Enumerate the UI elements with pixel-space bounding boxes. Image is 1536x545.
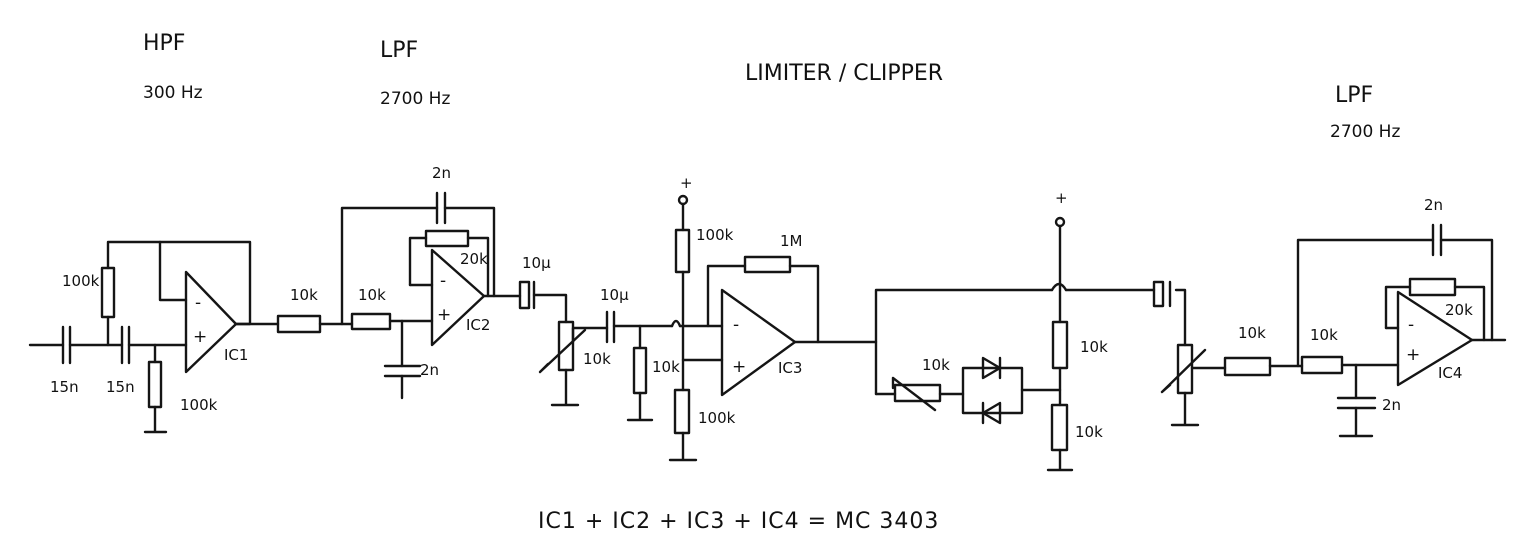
potentiometer-pot-1-label: 10k xyxy=(583,350,611,368)
capacitor-c-lpf1-gnd-label: 2n xyxy=(420,361,439,379)
resistor-r-div-top xyxy=(1051,320,1069,370)
diode-clip-lower xyxy=(981,401,1002,425)
opamp-ic2-minus: - xyxy=(440,271,446,291)
section-lpf1-label: LPF xyxy=(380,38,418,63)
opamp-ic4 xyxy=(1396,290,1474,387)
resistor-r-bias-bot-label: 100k xyxy=(698,409,736,427)
opamp-ic4-minus: - xyxy=(1408,315,1414,335)
section-lpf1-frequency: 2700 Hz xyxy=(380,89,450,109)
resistor-r-div-bot xyxy=(1050,403,1069,452)
capacitor-c-in-label: 15n xyxy=(50,378,79,396)
section-hpf-frequency: 300 Hz xyxy=(143,83,203,103)
resistor-r-lpf2-b xyxy=(1300,355,1344,375)
resistor-r-lpf2-a-label: 10k xyxy=(1238,324,1266,342)
section-limiter-label: LIMITER / CLIPPER xyxy=(745,61,943,86)
opamp-ic1 xyxy=(184,270,238,374)
section-hpf-label: HPF xyxy=(143,31,185,56)
resistor-r-bias-top-label: 100k xyxy=(696,226,734,244)
capacitor-c-lpf1-fb-label: 2n xyxy=(432,164,451,182)
capacitor-c-out xyxy=(1152,280,1172,308)
capacitor-c-hpf2-label: 15n xyxy=(106,378,135,396)
opamp-ic2-plus: + xyxy=(437,305,451,325)
resistor-r-hpf-gnd xyxy=(147,360,163,409)
lpf1-stage: 10k 2n 10k 2n 20k - + IC2 xyxy=(234,164,522,400)
opamp-ic3-plus: + xyxy=(732,357,746,377)
resistor-r-lpf1-b-label: 10k xyxy=(358,286,386,304)
capacitor-c-lpf1-gnd xyxy=(383,364,422,378)
capacitor-c-lpf2-fb-label: 2n xyxy=(1424,196,1443,214)
resistor-r-hpf-fb xyxy=(100,266,116,319)
opamp-ic2 xyxy=(430,248,486,347)
potentiometer-pot-clip-label: 10k xyxy=(922,356,950,374)
opamp-ic2-label: IC2 xyxy=(466,316,490,334)
supply-plus-2: + xyxy=(1055,189,1068,207)
resistor-r-bias-top xyxy=(674,228,691,274)
resistor-r-lpf1-b xyxy=(350,312,392,331)
capacitor-c-cpl1 xyxy=(518,280,536,310)
hpf-stage: 15n 100k 15n 100k - + IC1 xyxy=(28,240,252,434)
resistor-r-lpf2-fb xyxy=(1408,277,1457,297)
opamp-ic3-label: IC3 xyxy=(778,359,802,377)
capacitor-c-cpl2-label: 10µ xyxy=(600,286,629,304)
potentiometer-pot-1 xyxy=(557,320,575,372)
capacitor-c-lpf1-fb xyxy=(435,191,447,225)
opamp-ic3-minus: - xyxy=(733,315,739,335)
section-lpf2-frequency: 2700 Hz xyxy=(1330,122,1400,142)
section-lpf2-label: LPF xyxy=(1335,83,1373,108)
limiter-amp-stage: - + IC3 1M xyxy=(706,232,878,397)
capacitor-c-cpl2 xyxy=(605,310,616,344)
capacitor-c-lpf2-fb xyxy=(1431,223,1443,257)
potentiometer-pot-clip xyxy=(893,383,942,403)
opamp-ic1-label: IC1 xyxy=(224,346,248,364)
opamp-ic1-plus: + xyxy=(193,327,207,347)
opamp-ic4-label: IC4 xyxy=(1438,364,1462,382)
capacitor-c-lpf2-gnd xyxy=(1336,396,1377,410)
ic3-input-network: 10µ 10k 10µ 10k + 100k 100k xyxy=(518,174,736,462)
capacitor-c-lpf2-gnd-label: 2n xyxy=(1382,396,1401,414)
resistor-r-lpf1-a-label: 10k xyxy=(290,286,318,304)
resistor-r-div-top-label: 10k xyxy=(1080,338,1108,356)
capacitor-c-cpl1-label: 10µ xyxy=(522,254,551,272)
resistor-r-hpf-gnd-label: 100k xyxy=(180,396,218,414)
resistor-r-fb3 xyxy=(743,255,792,274)
ic-note: IC1 + IC2 + IC3 + IC4 = MC 3403 xyxy=(538,509,939,534)
opamp-ic1-minus: - xyxy=(195,293,201,313)
resistor-r-bias-bot xyxy=(673,388,691,435)
diode-clip-upper xyxy=(981,356,1002,380)
resistor-r-lpf2-a xyxy=(1223,356,1272,377)
resistor-r-lpf1-fb xyxy=(424,229,470,248)
resistor-r-in3-label: 10k xyxy=(652,358,680,376)
resistor-r-lpf2-fb-label: 20k xyxy=(1445,301,1473,319)
resistor-r-fb3-label: 1M xyxy=(780,232,803,250)
resistor-r-hpf-fb-label: 100k xyxy=(62,272,100,290)
resistor-r-in3 xyxy=(632,346,648,395)
clipper-stage: 10k + 10k 10k xyxy=(874,189,1227,472)
resistor-r-div-bot-label: 10k xyxy=(1075,423,1103,441)
opamp-ic3 xyxy=(720,288,797,397)
resistor-r-lpf2-b-label: 10k xyxy=(1310,326,1338,344)
resistor-r-lpf1-fb-label: 20k xyxy=(460,250,488,268)
supply-plus-1: + xyxy=(680,174,693,192)
opamp-ic4-plus: + xyxy=(1406,345,1420,365)
resistor-r-lpf1-a xyxy=(276,314,322,334)
lpf2-stage: 10k 2n 10k 2n 20k - + IC4 xyxy=(1223,196,1507,438)
